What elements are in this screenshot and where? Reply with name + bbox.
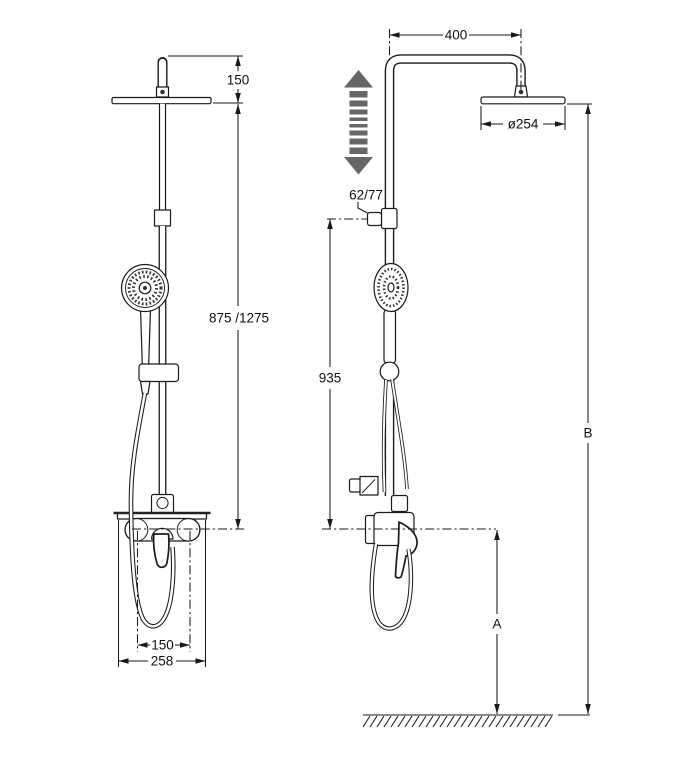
side-hose-loop-fill [370,543,413,630]
dim-label-mixer-width: 258 [151,654,174,669]
dim-head-to-top: 150 [168,55,250,104]
dim-label-height-b: B [583,426,592,441]
dim-inlet-spacing: 150 [136,531,191,653]
side-mixer-lever [394,521,418,579]
dim-rail-length: 935 [319,219,342,529]
dim-label-head-to-top: 150 [227,73,250,88]
adjust-arrow-down [344,157,373,175]
side-shower-head-plate [480,96,566,105]
front-mixer-lever [152,533,170,569]
side-view [344,54,566,631]
dim-column-height: 875 /1275 [132,104,269,530]
side-mixer-hose-guide [390,494,409,513]
side-column-and-arm-fill [386,55,525,496]
side-spray-hub [387,282,395,293]
side-mixer-diverter-knob [348,478,362,493]
front-mixer-top-fitting-ring [156,496,169,510]
front-spray-ring-inner [132,275,158,301]
floor-hatching [362,715,553,728]
front-spray-ring-outer [127,270,163,306]
floor [362,714,590,728]
side-mixer-diverter-line [361,479,376,494]
side-hose-strand-right-fill [391,378,408,490]
dim-label-column-height: 875 /1275 [209,311,269,326]
side-hand-shower [373,262,409,364]
side-spray-ring-inner [382,275,400,300]
side-column-and-arm [384,54,526,496]
front-mixer-left-escutcheon [124,518,149,542]
front-slider-bracket [138,363,180,383]
front-spray-hub-dot [143,286,147,290]
side-wall-bracket-knob [366,211,383,227]
adjust-arrow-up [344,70,373,88]
side-wall-bracket [380,207,398,230]
front-view [111,57,212,629]
dim-height-a: A [492,530,502,714]
dim-head-diameter: ø254 [480,106,566,132]
side-hand-shower-handle [383,309,397,364]
front-shower-head-plate [111,96,212,105]
front-hose-fill [129,392,175,628]
dim-label-inlet-spacing: 150 [151,638,174,653]
front-mixer-right-escutcheon [176,518,201,542]
dim-label-height-a: A [492,617,501,632]
dim-label-arm-projection: 400 [445,28,468,43]
front-head-connector-ball [160,89,165,95]
dim-label-head-diameter: ø254 [508,117,539,132]
dim-label-bracket-depth: 62/77 [349,188,383,203]
dim-label-rail-length: 935 [319,371,342,386]
side-slider-ball-joint [379,361,400,382]
front-hose-nut [139,380,151,395]
front-hand-shower-handle [139,308,152,371]
dim-bracket-depth: 62/77 [327,188,383,220]
front-adjust-collar [153,209,172,227]
dim-height-b: B [567,103,593,714]
height-adjust-arrow-icon [344,70,373,175]
front-hand-shower-rim [125,268,165,308]
side-spray-ring-outer [377,267,405,308]
side-hose-strand-left-fill [382,379,387,493]
dim-arm-projection: 400 [388,28,522,93]
front-hand-shower [120,263,170,371]
side-head-connector-ball [518,89,524,95]
dim-mixer-width: 258 [117,520,207,669]
